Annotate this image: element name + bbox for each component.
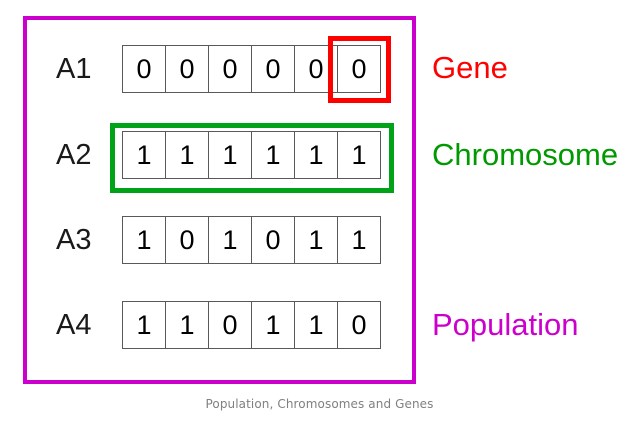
row-label-a3: A3 xyxy=(56,224,92,256)
gene-cell: 0 xyxy=(208,45,252,93)
legend-label-gene: Gene xyxy=(432,50,508,85)
gene-cell: 1 xyxy=(208,216,252,264)
gene-cell: 1 xyxy=(337,131,381,179)
gene-cell: 0 xyxy=(122,45,166,93)
gene-cell: 1 xyxy=(251,301,295,349)
gene-cell: 0 xyxy=(337,45,381,93)
population-frame xyxy=(23,16,416,384)
gene-cell: 1 xyxy=(165,301,209,349)
row-label-a1: A1 xyxy=(56,53,92,85)
gene-cell: 0 xyxy=(337,301,381,349)
gene-cell: 0 xyxy=(251,45,295,93)
row-label-a2: A2 xyxy=(56,139,92,171)
gene-cells-a4: 1 1 0 1 1 0 xyxy=(122,301,381,349)
gene-cell: 1 xyxy=(294,216,338,264)
gene-cell: 1 xyxy=(122,216,166,264)
figure-caption: Population, Chromosomes and Genes xyxy=(205,397,434,411)
gene-cells-a2: 1 1 1 1 1 1 xyxy=(122,131,381,179)
gene-highlight-box xyxy=(328,36,391,103)
legend-label-population: Population xyxy=(432,307,579,342)
gene-cell: 1 xyxy=(337,216,381,264)
gene-cell: 0 xyxy=(208,301,252,349)
gene-cells-a3: 1 0 1 0 1 1 xyxy=(122,216,381,264)
gene-cell: 1 xyxy=(294,131,338,179)
gene-cell: 0 xyxy=(165,45,209,93)
gene-cell: 1 xyxy=(208,131,252,179)
gene-cell: 1 xyxy=(294,301,338,349)
legend-label-chromosome: Chromosome xyxy=(432,137,619,172)
gene-cell: 0 xyxy=(165,216,209,264)
gene-cell: 0 xyxy=(251,216,295,264)
gene-cell: 1 xyxy=(122,301,166,349)
gene-cell: 1 xyxy=(165,131,209,179)
row-label-a4: A4 xyxy=(56,309,92,341)
chromosome-highlight-box xyxy=(110,123,394,193)
